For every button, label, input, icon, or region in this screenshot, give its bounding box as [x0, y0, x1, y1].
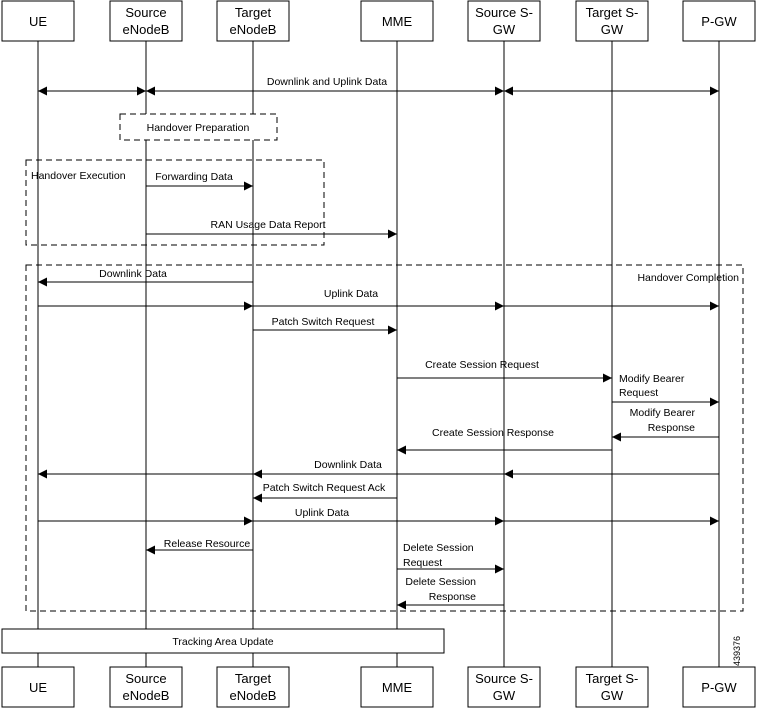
message-14: Patch Switch Request Ack [253, 482, 397, 503]
participant-ue-top: UE [1, 0, 75, 42]
message-label: Patch Switch Request Ack [263, 482, 386, 494]
participant-label: Source S- [475, 671, 533, 686]
message-15: Uplink Data [38, 507, 719, 526]
participant-mme-bottom: MME [360, 666, 434, 708]
participant-tenb-bottom: Target eNodeB [216, 666, 290, 708]
participant-label: eNodeB [230, 22, 277, 37]
message-label: Create Session Request [425, 359, 539, 371]
message-5: RAN Usage Data Report [146, 219, 397, 239]
frame-handover-execution: Handover Execution [25, 159, 325, 246]
figure-id: 439376 [732, 636, 742, 666]
message-label: Response [429, 591, 476, 603]
participant-label: eNodeB [230, 688, 277, 703]
message-label: Uplink Data [295, 507, 349, 519]
participant-label: eNodeB [123, 22, 170, 37]
participant-label: MME [382, 14, 413, 29]
participant-tsgw-bottom: Target S- GW [575, 666, 649, 708]
participant-label: GW [493, 688, 516, 703]
participant-label: P-GW [701, 680, 737, 695]
participant-label: Target [235, 5, 272, 20]
message-label: Downlink and Uplink Data [267, 76, 387, 88]
message-2: Downlink and Uplink Data [146, 76, 504, 96]
message-label: Forwarding Data [155, 171, 233, 183]
participant-label: MME [382, 680, 413, 695]
message-label: Modify Bearer [619, 373, 685, 385]
message-16: Release Resource [146, 538, 253, 555]
frame-label: Handover Completion [637, 272, 739, 284]
message-label: Request [619, 387, 658, 399]
participant-ue-bottom: UE [1, 666, 75, 708]
message-label: Modify Bearer [630, 407, 696, 419]
frame-handover-completion: Handover Completion [25, 264, 744, 612]
participant-label: GW [493, 22, 516, 37]
message-8: Patch Switch Request [253, 316, 397, 335]
participant-label: GW [601, 22, 624, 37]
message-label: Release Resource [164, 538, 251, 550]
message-label: Uplink Data [324, 288, 378, 300]
message-6: Downlink Data [38, 268, 253, 287]
message-12: Create Session Response [397, 427, 612, 455]
participant-label: P-GW [701, 14, 737, 29]
message-4: Forwarding Data [146, 171, 253, 191]
tracking-area-update-label: Tracking Area Update [172, 636, 273, 648]
participant-ssgw-top: Source S- GW [467, 0, 541, 42]
participant-label: UE [29, 14, 47, 29]
participant-mme-top: MME [360, 0, 434, 42]
tracking-area-update-box: Tracking Area Update [1, 628, 445, 654]
message-label: Downlink Data [99, 268, 167, 280]
message-label: Request [403, 557, 442, 569]
participant-tenb-top: Target eNodeB [216, 0, 290, 42]
participant-ssgw-bottom: Source S- GW [467, 666, 541, 708]
participant-pgw-top: P-GW [682, 0, 756, 42]
message-13: Downlink Data [38, 459, 719, 479]
participant-label: GW [601, 688, 624, 703]
frame-handover-preparation: Handover Preparation [119, 113, 278, 141]
participant-label: Target S- [586, 671, 639, 686]
message-label: Downlink Data [314, 459, 382, 471]
participant-tsgw-top: Target S- GW [575, 0, 649, 42]
participant-label: UE [29, 680, 47, 695]
message-9: Create Session Request [397, 359, 612, 383]
message-label: Delete Session [405, 576, 476, 588]
participant-label: Target [235, 671, 272, 686]
message-label: Response [648, 422, 695, 434]
participant-senb-top: Source eNodeB [109, 0, 183, 42]
message-label: Create Session Response [432, 427, 554, 439]
participant-pgw-bottom: P-GW [682, 666, 756, 708]
frame-label: Handover Execution [31, 170, 126, 182]
message-7: Uplink Data [38, 288, 719, 311]
message-label: Delete Session [403, 542, 474, 554]
participant-label: Source [125, 5, 166, 20]
participant-label: eNodeB [123, 688, 170, 703]
participant-label: Target S- [586, 5, 639, 20]
participant-senb-bottom: Source eNodeB [109, 666, 183, 708]
message-label: Patch Switch Request [272, 316, 375, 328]
frame-label: Handover Preparation [147, 122, 250, 134]
participant-label: Source [125, 671, 166, 686]
participant-label: Source S- [475, 5, 533, 20]
message-label: RAN Usage Data Report [211, 219, 326, 231]
